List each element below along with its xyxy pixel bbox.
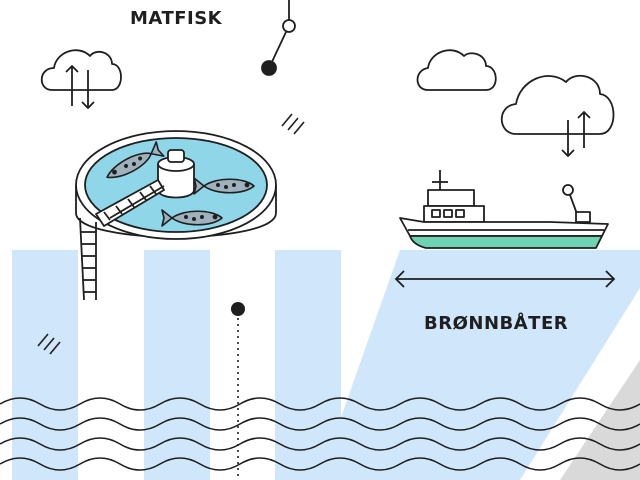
water-stripes [12, 250, 640, 480]
cloud-upload-download-icon [40, 49, 122, 109]
double-arrow-icon [394, 270, 616, 288]
fish-icon [161, 209, 223, 227]
dotted-marker [231, 302, 245, 480]
hanging-pendulum [261, 0, 296, 76]
label-matfisk: MATFISK [130, 8, 223, 29]
fish-icon [106, 141, 165, 179]
cloud-icon [416, 49, 497, 91]
waves [0, 397, 640, 471]
boat-icon [399, 170, 609, 249]
label-bronnbater: BRØNNBÅTER [424, 313, 569, 334]
hatch-marks [37, 113, 305, 355]
cloud-upload-download-icon [500, 74, 615, 157]
fish-pool [75, 130, 277, 301]
fish-icon [193, 177, 255, 195]
